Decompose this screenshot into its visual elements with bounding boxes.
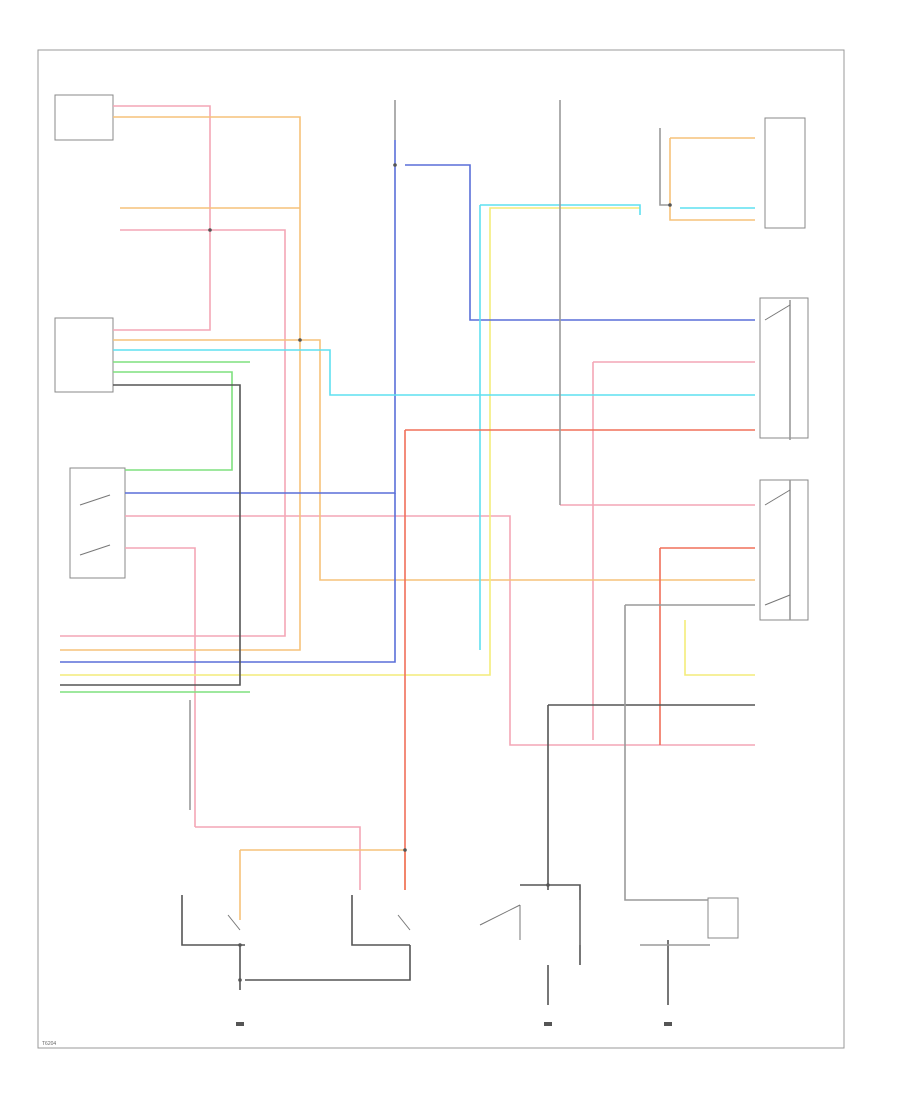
wire-blue-4 — [60, 493, 396, 663]
ground-symbol — [236, 1022, 244, 1026]
junction-dot — [238, 943, 242, 947]
wire-pink-1 — [113, 105, 211, 331]
switch-contacts — [79, 304, 791, 945]
ground-symbol — [664, 1022, 672, 1026]
switch-contact-bottom-2 — [397, 914, 411, 931]
wire-orange-4 — [669, 138, 755, 221]
component-block-switch-right-2 — [759, 479, 809, 621]
wire-orange-1 — [60, 116, 301, 651]
wire-black-3 — [60, 384, 241, 686]
wire-gray-5 — [659, 128, 670, 206]
component-block-top-left — [54, 94, 114, 141]
page-id: T6204 — [42, 1041, 56, 1047]
wire-orange-3 — [113, 339, 755, 581]
wire-pink-7 — [195, 826, 361, 890]
junction-dot — [238, 978, 242, 982]
ground-symbols — [236, 1022, 672, 1026]
wire-orange-6 — [240, 849, 406, 890]
wire-blue-3 — [405, 164, 755, 321]
wire-group — [60, 100, 791, 1005]
wire-black-5 — [351, 895, 410, 946]
switch-contact-bottom-3 — [479, 904, 521, 926]
wire-black-7 — [245, 945, 411, 981]
switch-contact-left-1 — [79, 494, 111, 506]
component-block-control-module — [54, 317, 114, 393]
wire-black-4 — [181, 895, 245, 946]
junction-dot — [546, 883, 550, 887]
wire-blue-1 — [125, 165, 396, 494]
wire-black-9 — [520, 884, 581, 965]
switch-contact-left-2 — [79, 544, 111, 556]
junction-dot — [403, 848, 407, 852]
junction-dot — [393, 163, 397, 167]
diagram-frame — [37, 49, 845, 1049]
component-block-switch-right-1 — [759, 297, 809, 439]
wire-pink-8 — [125, 547, 196, 827]
wire-gray-4 — [624, 605, 708, 901]
switch-contact-right-2 — [764, 489, 791, 506]
wire-cyan-2 — [480, 204, 641, 215]
ground-symbol — [544, 1022, 552, 1026]
junction-dots — [208, 163, 672, 982]
wire-green-2 — [113, 371, 233, 471]
junction-dot — [668, 203, 672, 207]
wire-pink-2 — [60, 229, 286, 637]
wire-pink-3 — [125, 515, 755, 746]
junction-dot — [208, 228, 212, 232]
wire-yellow-2 — [684, 620, 755, 676]
switch-contact-right-3 — [764, 594, 791, 606]
wire-yellow-1 — [60, 207, 640, 676]
junction-dot — [298, 338, 302, 342]
switch-contact-bottom-1 — [227, 914, 241, 931]
switch-contact-right-1 — [764, 304, 791, 321]
component-block-top-right — [764, 117, 806, 229]
wire-cyan-1 — [113, 349, 755, 396]
component-block-switch-left — [69, 467, 126, 579]
component-block-bottom-right — [707, 897, 739, 939]
